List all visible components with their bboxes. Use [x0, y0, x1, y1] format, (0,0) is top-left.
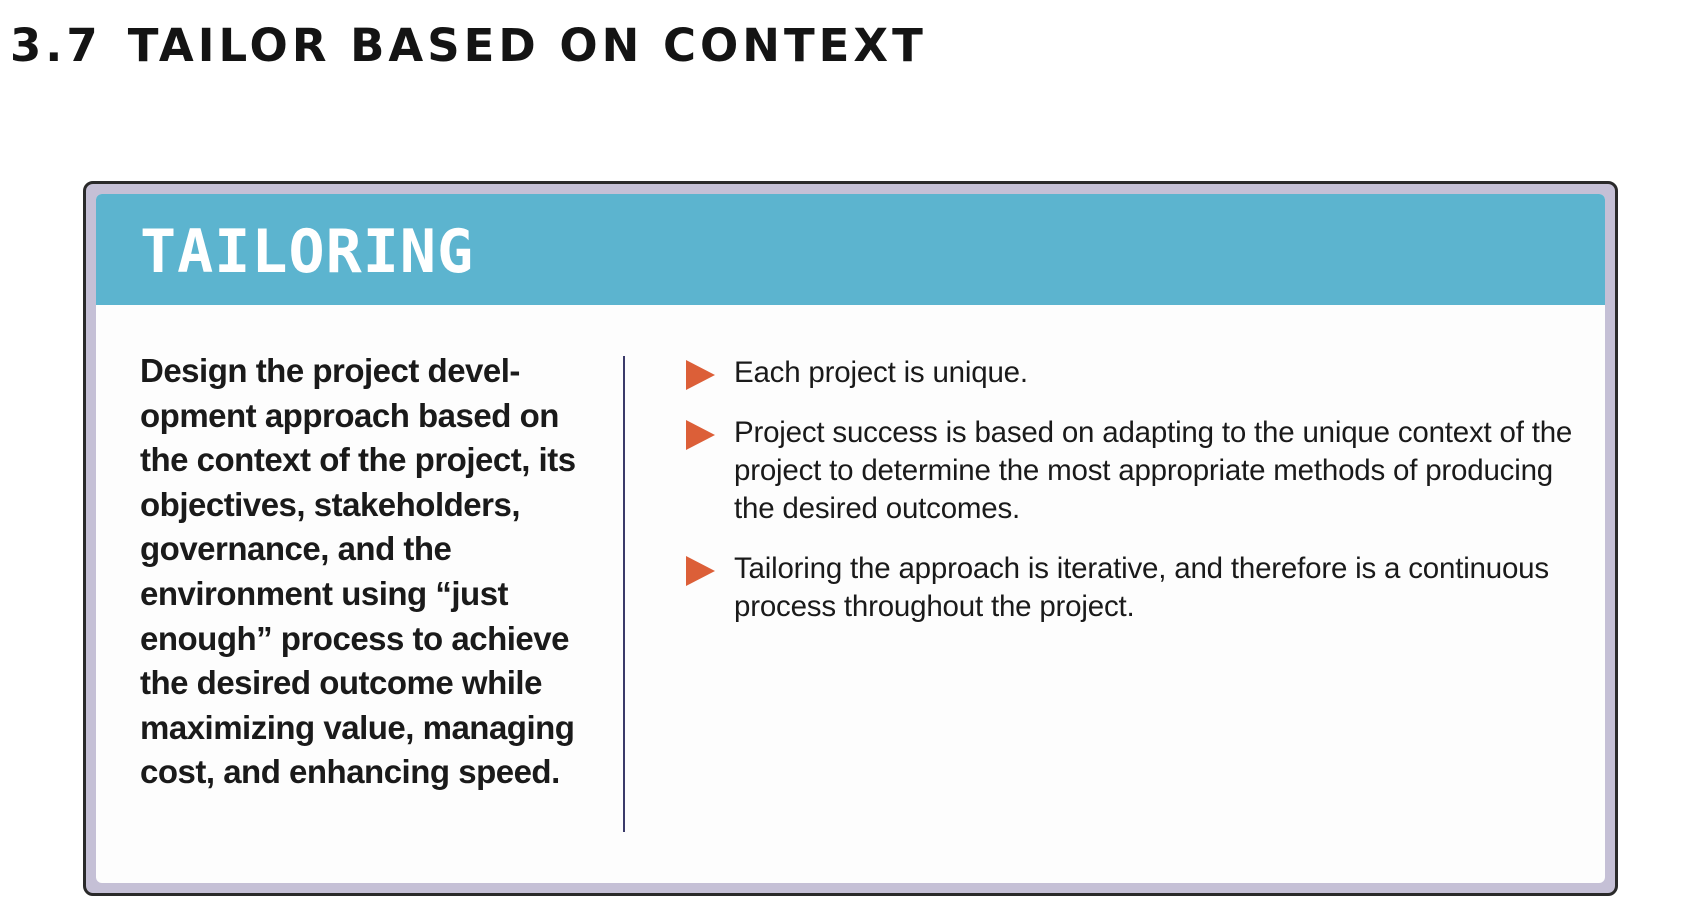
lead-statement: Design the project devel-opment approach…: [140, 352, 576, 791]
column-divider: [623, 356, 625, 832]
play-triangle-icon: [686, 420, 715, 450]
section-number: 3.7: [10, 19, 102, 72]
section-title: TAILOR BASED ON CONTEXT: [127, 19, 927, 72]
play-triangle-icon: [686, 556, 715, 586]
section-heading: 3.7 TAILOR BASED ON CONTEXT: [10, 14, 927, 78]
bullet-item: Project success is based on adapting to …: [686, 414, 1586, 528]
bullet-text: Project success is based on adapting to …: [734, 416, 1573, 525]
play-triangle-icon: [686, 360, 715, 390]
card-body: TAILORING Design the project devel-opmen…: [96, 194, 1605, 883]
bullet-list: Each project is unique. Project success …: [686, 354, 1586, 648]
card-title: TAILORING: [140, 217, 475, 287]
bullet-text: Each project is unique.: [734, 356, 1028, 389]
tailoring-card: TAILORING Design the project devel-opmen…: [83, 181, 1618, 896]
bullet-item: Tailoring the approach is iterative, and…: [686, 550, 1586, 626]
bullet-text: Tailoring the approach is iterative, and…: [734, 552, 1549, 623]
bullet-item: Each project is unique.: [686, 354, 1586, 392]
card-header-bar: TAILORING: [96, 194, 1605, 305]
